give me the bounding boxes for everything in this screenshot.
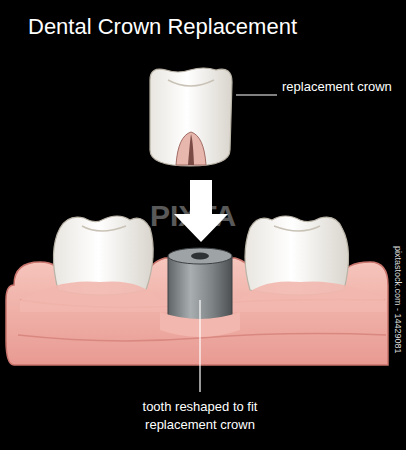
watermark: PIXTA: [150, 196, 350, 237]
callout-label: replacement crown: [282, 78, 392, 96]
tooth-groove: [274, 226, 320, 231]
crown: [150, 68, 232, 166]
crown-cavity: [176, 132, 206, 165]
watermark: pixtastock.com - 14429081: [392, 246, 404, 446]
crown-groove: [168, 80, 214, 86]
callout-label: tooth reshaped to fit replacement crown: [110, 398, 290, 433]
tooth-groove: [82, 226, 126, 231]
leader-line: [199, 300, 200, 392]
title: Dental Crown Replacement: [28, 14, 297, 40]
abutment-hole: [191, 253, 209, 260]
abutment-top: [168, 248, 232, 264]
leader-line: [236, 94, 277, 95]
crown-cavity-shadow: [188, 134, 194, 165]
